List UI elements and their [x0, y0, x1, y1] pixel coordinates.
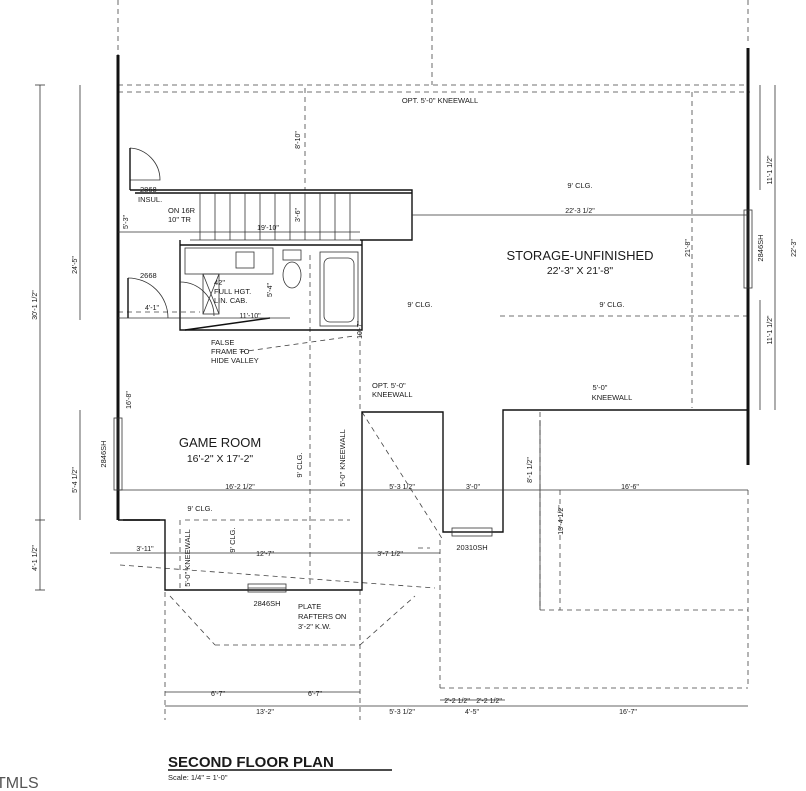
plan-title: SECOND FLOOR PLAN: [168, 754, 334, 771]
dim-21-8: 21'-8": [685, 239, 692, 257]
dim-6-7-a: 6'-7": [211, 691, 225, 698]
note-clg-mid: 9' CLG.: [407, 300, 432, 309]
dim-3-6: 3'-6": [295, 208, 302, 222]
storage-room-name: STORAGE-UNFINISHED: [506, 248, 653, 263]
note-kneewall-right-1: 5'-0": [593, 383, 608, 392]
dim-11-1-bot: 11'-1 1/2": [767, 315, 774, 345]
dim-10-7: 10'-7": [357, 321, 364, 339]
cabinet-size-label: 42": [214, 278, 225, 287]
dim-5-3-bot: 5'-3 1/2": [389, 709, 415, 716]
dim-4-1: 4'-1": [145, 305, 159, 312]
dim-2-2-b: 2'-2 1/2": [476, 698, 502, 705]
dim-3-7: 3'-7 1/2": [377, 551, 403, 558]
dim-5-4-half: 5'-4 1/2": [72, 467, 79, 493]
dim-13-4: 13'-4 1/2": [558, 505, 565, 535]
dim-3-0: 3'-0": [466, 484, 480, 491]
windows: [113, 209, 753, 593]
plan-scale: Scale: 1/4" = 1'-0": [168, 773, 228, 782]
dim-4-5: 4'-5": [465, 709, 479, 716]
note-clg-right: 9' CLG.: [599, 300, 624, 309]
note-clg-game: 9' CLG.: [295, 452, 304, 477]
dim-30-1: 30'-1 1/2": [32, 290, 39, 320]
game-room-name: GAME ROOM: [179, 435, 261, 450]
dim-16-6: 16'-6": [621, 484, 639, 491]
note-clg-lower: 9' CLG.: [187, 504, 212, 513]
storage-room-size: 22'-3" X 21'-8": [547, 265, 614, 277]
door-2668-label: 2668: [140, 271, 157, 280]
dim-5-3: 5'-3": [123, 215, 130, 229]
stairs: [118, 189, 413, 241]
dim-5-3-half: 5'-3 1/2": [389, 484, 415, 491]
doors: [127, 147, 215, 319]
bathroom: [179, 240, 363, 331]
window-label-20310sh: 20310SH: [456, 543, 487, 552]
cabinet-height-label: FULL HGT.: [214, 287, 251, 296]
stairs-risers-label: ON 16R: [168, 206, 196, 215]
dim-16-8: 16'-8": [126, 391, 133, 409]
dim-24-5: 24'-5": [72, 256, 79, 274]
dim-19-10: 19'-10": [257, 225, 279, 232]
dim-22-3: 22'-3 1/2": [565, 208, 595, 215]
door-2868-label: 2868: [140, 185, 157, 194]
window-label-right: 2846SH: [756, 234, 765, 261]
note-opt-kneewall-mid-2: KNEEWALL: [372, 390, 413, 399]
note-opt-kneewall-mid-1: OPT. 5'-0": [372, 381, 406, 390]
plate-label-2: RAFTERS ON: [298, 612, 346, 621]
insul-label: INSUL.: [138, 195, 162, 204]
false-frame-label-1: FALSE: [211, 338, 234, 347]
plate-label-1: PLATE: [298, 602, 321, 611]
dim-13-2: 13'-2": [256, 709, 274, 716]
watermark-text: TMLS: [0, 775, 39, 791]
dim-8-10: 8'-10": [295, 131, 302, 149]
window-label-left: 2846SH: [99, 440, 108, 467]
note-clg-top: 9' CLG.: [567, 181, 592, 190]
note-kneewall-lower-vert: 5'-0" KNEEWALL: [183, 529, 192, 587]
dim-3-11: 3'-11": [136, 546, 154, 553]
dim-8-1: 8'-1 1/2": [527, 457, 534, 483]
dim-2-2-a: 2'-2 1/2": [444, 698, 470, 705]
false-frame-label-3: HIDE VALLEY: [211, 356, 259, 365]
game-room-size: 16'-2" X 17'-2": [187, 453, 254, 465]
note-clg-lower-vert: 9' CLG.: [228, 527, 237, 552]
dim-4-1-half: 4'-1 1/2": [32, 545, 39, 571]
dim-16-7: 16'-7": [619, 709, 637, 716]
dimension-lines: [35, 84, 776, 707]
dim-6-7-b: 6'-7": [308, 691, 322, 698]
stairs-tread-label: 10" TR: [168, 215, 192, 224]
dim-11-1-top: 11'-1 1/2": [767, 155, 774, 185]
note-kneewall-right-2: KNEEWALL: [592, 393, 633, 402]
window-label-bottom: 2846SH: [253, 599, 280, 608]
dim-12-7: 12'-7": [256, 551, 274, 558]
cabinet-type-label: LIN. CAB.: [214, 296, 247, 305]
dim-5-4: 5'-4": [267, 283, 274, 297]
note-opt-kneewall-top: OPT. 5'-0" KNEEWALL: [402, 96, 478, 105]
dim-22-3-right: 22'-3": [791, 239, 798, 257]
dim-16-2: 16'-2 1/2": [225, 484, 255, 491]
note-kneewall-game: 5'-0" KNEEWALL: [338, 429, 347, 487]
plate-label-3: 3'-2" K.W.: [298, 622, 331, 631]
false-frame-label-2: FRAME TO: [211, 347, 250, 356]
dim-11-10: 11'-10": [239, 313, 261, 320]
